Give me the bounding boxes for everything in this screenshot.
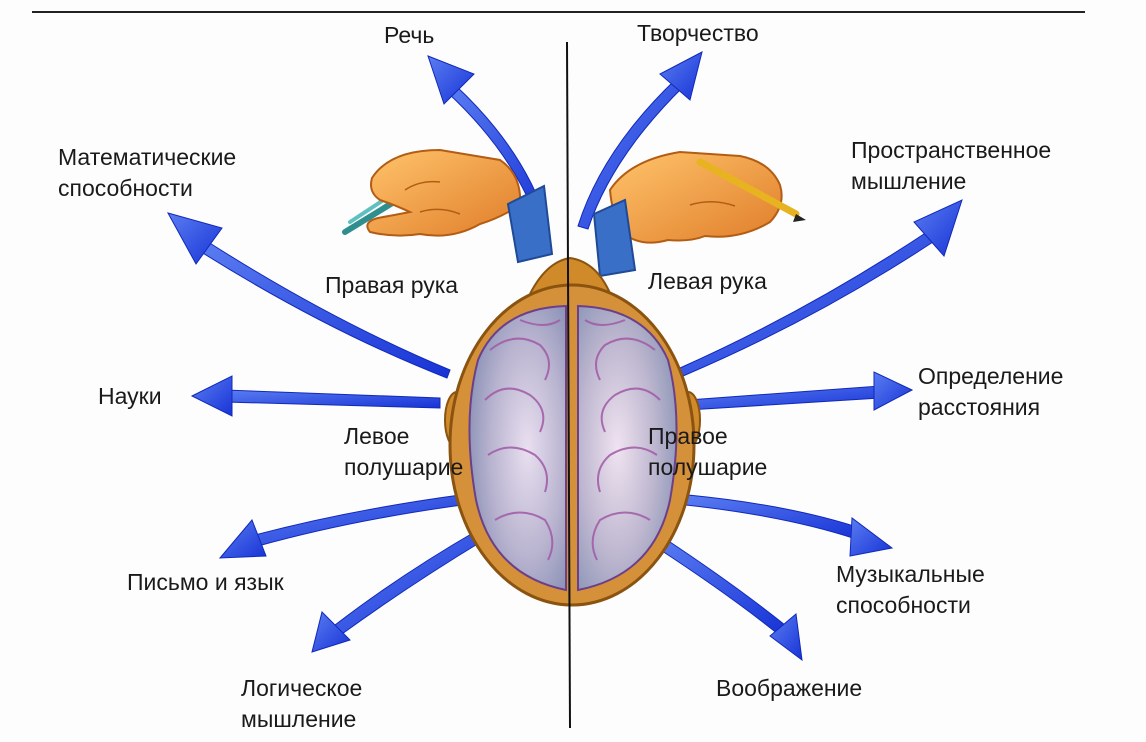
arrow-distance xyxy=(687,371,914,411)
pencil-icon xyxy=(696,158,800,218)
sleeve-right xyxy=(592,198,637,278)
arrow-science xyxy=(190,375,441,417)
brain-illustration xyxy=(444,256,701,607)
arrow-imagination xyxy=(655,537,803,662)
label-distance: Определение расстояния xyxy=(918,363,1064,420)
label-science: Науки xyxy=(98,383,162,409)
arrow-spatial xyxy=(679,199,963,377)
arrow-writing xyxy=(218,494,463,559)
left-hand-illustration xyxy=(592,150,806,278)
hemisphere-divider-line xyxy=(566,41,571,729)
label-writing: Письмо и язык xyxy=(127,569,284,595)
label-left-hemisphere: Левое полушарие xyxy=(344,423,464,480)
label-imagination: Воображение xyxy=(716,675,863,701)
label-speech: Речь xyxy=(384,22,435,48)
label-math: Математические способности xyxy=(58,144,237,201)
label-spatial: Пространственное мышление xyxy=(851,137,1052,194)
label-right-hemisphere: Правое полушарие xyxy=(648,423,768,480)
arrow-math xyxy=(166,212,451,379)
label-music: Музыкальные способности xyxy=(836,561,985,618)
sleeve-left xyxy=(506,184,554,264)
label-logic: Логическое мышление xyxy=(241,675,363,732)
arrow-logic xyxy=(311,529,485,653)
right-hand-illustration xyxy=(342,148,554,264)
arrow-music xyxy=(685,494,894,557)
arrow-creativity xyxy=(577,51,703,230)
label-right-hand: Правая рука xyxy=(325,272,459,298)
label-creativity: Творчество xyxy=(637,20,759,46)
label-left-hand: Левая рука xyxy=(648,268,767,294)
